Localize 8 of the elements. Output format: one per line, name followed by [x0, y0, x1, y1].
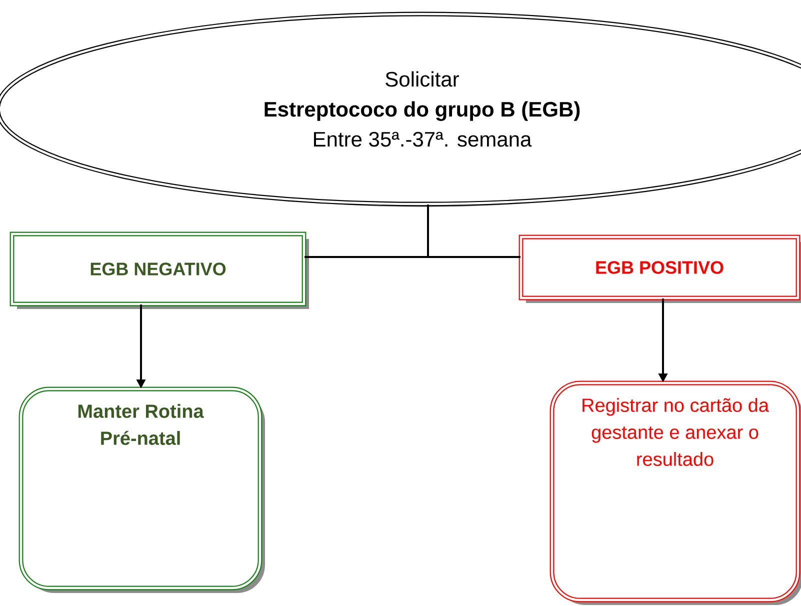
action-box: Manter Rotina Pré-natal [18, 386, 265, 593]
result-box: EGB POSITIVO [518, 234, 801, 303]
node-label: Estreptococo do grupo B (EGB) [264, 101, 580, 121]
node-label: Solicitar [386, 71, 459, 87]
action-box: Registrar no cartão da gestante e anexar o resultado [550, 380, 801, 605]
result-box: EGB NEGATIVO [10, 232, 309, 309]
node-label: Entre 35ª.-37ª. semana [314, 132, 532, 147]
connector [427, 204, 520, 258]
